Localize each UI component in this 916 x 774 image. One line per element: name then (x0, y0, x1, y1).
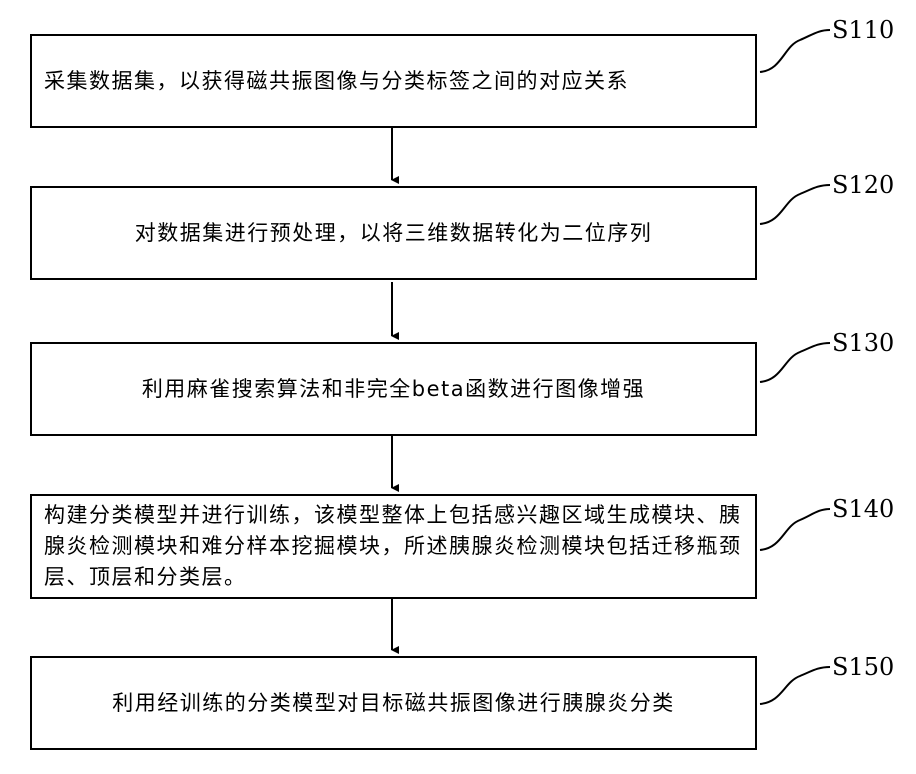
step-box-s150: 利用经训练的分类模型对目标磁共振图像进行胰腺炎分类 (30, 656, 757, 750)
step-text-s120: 对数据集进行预处理，以将三维数据转化为二位序列 (32, 218, 755, 249)
leader-line-s140 (760, 509, 830, 550)
step-label-s150: S150 (832, 653, 894, 681)
step-label-s130: S130 (832, 329, 894, 357)
leader-line-s120 (760, 185, 830, 224)
step-text-s110: 采集数据集，以获得磁共振图像与分类标签之间的对应关系 (32, 66, 755, 97)
leader-line-s110 (760, 30, 830, 72)
step-label-s120: S120 (832, 171, 894, 199)
leader-line-s130 (760, 343, 830, 382)
step-box-s130: 利用麻雀搜索算法和非完全beta函数进行图像增强 (30, 342, 757, 436)
step-box-s110: 采集数据集，以获得磁共振图像与分类标签之间的对应关系 (30, 34, 757, 128)
step-box-s120: 对数据集进行预处理，以将三维数据转化为二位序列 (30, 186, 757, 280)
step-text-s130: 利用麻雀搜索算法和非完全beta函数进行图像增强 (32, 374, 755, 405)
step-label-s140: S140 (832, 495, 894, 523)
step-label-s110: S110 (832, 16, 894, 44)
step-text-s150: 利用经训练的分类模型对目标磁共振图像进行胰腺炎分类 (32, 688, 755, 719)
step-text-s140: 构建分类模型并进行训练，该模型整体上包括感兴趣区域生成模块、胰腺炎检测模块和难分… (32, 500, 755, 593)
leader-line-s150 (760, 667, 830, 704)
step-box-s140: 构建分类模型并进行训练，该模型整体上包括感兴趣区域生成模块、胰腺炎检测模块和难分… (30, 494, 757, 599)
